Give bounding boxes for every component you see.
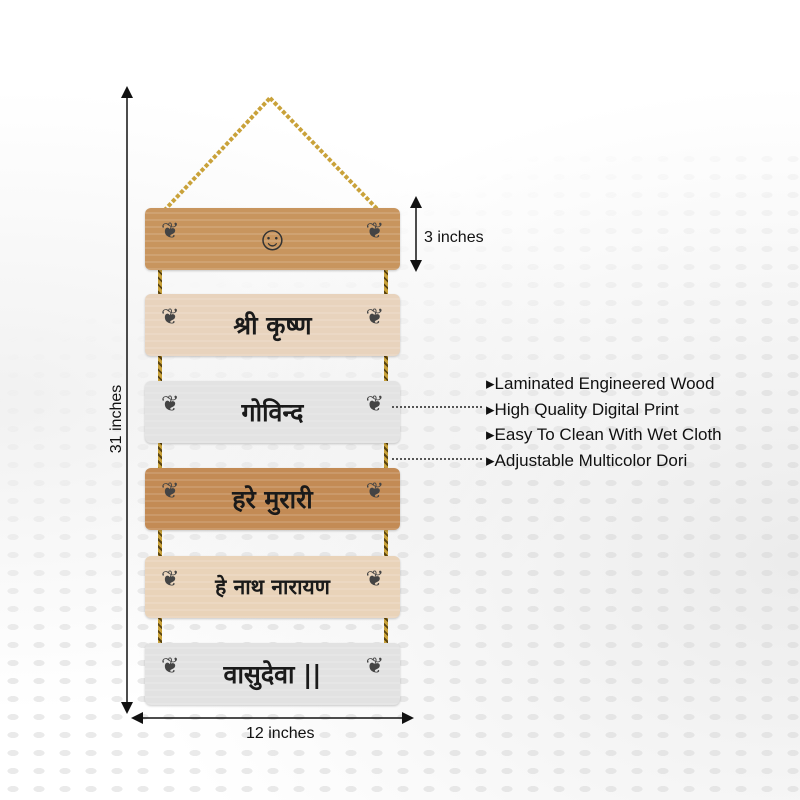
plank-vasudeva: ❦ वासुदेवा || ❦ [145,643,400,705]
feature-list: ▸Laminated Engineered Wood ▸High Quality… [486,371,722,473]
peacock-feather-icon: ❦ [365,218,384,243]
plank-shri-krishna: ❦ श्री कृष्ण ❦ [145,294,400,356]
plank-height-label: 3 inches [424,229,484,246]
peacock-feather-icon: ❦ [365,304,384,329]
dot-pattern-background [0,150,800,800]
peacock-feather-icon: ❦ [161,218,180,243]
plank-hare-murari: ❦ हरे मुरारी ❦ [145,468,400,530]
plank-text: श्री कृष्ण [233,311,312,340]
feature-item: ▸Adjustable Multicolor Dori [486,450,688,470]
plank-he-nath-narayan: ❦ हे नाथ नारायण ❦ [145,556,400,618]
peacock-feather-icon: ❦ [365,391,384,416]
callout-line [392,406,482,408]
peacock-feather-icon: ❦ [161,566,180,591]
plank-krishna: ❦ ☺ ❦ [145,208,400,270]
triangle-right-icon: ▸ [486,374,495,393]
plank-text: हरे मुरारी [232,485,313,514]
feature-item: ▸High Quality Digital Print [486,399,679,419]
left-rope [158,265,162,665]
krishna-illustration: ☺ [255,219,290,258]
peacock-feather-icon: ❦ [161,391,180,416]
triangle-right-icon: ▸ [486,399,495,419]
height-label: 31 inches [108,384,125,454]
triangle-right-icon: ▸ [486,450,495,470]
feature-item: ▸Easy To Clean With Wet Cloth [486,425,722,444]
peacock-feather-icon: ❦ [365,566,384,591]
plank-govind: ❦ गोविन्द ❦ [145,381,400,443]
peacock-feather-icon: ❦ [365,653,384,678]
triangle-right-icon: ▸ [486,425,495,444]
peacock-feather-icon: ❦ [161,653,180,678]
width-label: 12 inches [246,725,315,742]
plank-text: गोविन्द [241,398,304,427]
peacock-feather-icon: ❦ [161,304,180,329]
plank-text: हे नाथ नारायण [215,575,330,599]
feature-item: ▸Laminated Engineered Wood [486,374,715,393]
right-rope [384,265,388,665]
peacock-feather-icon: ❦ [365,478,384,503]
peacock-feather-icon: ❦ [161,478,180,503]
callout-line [392,458,482,460]
plank-text: वासुदेवा || [223,660,322,689]
